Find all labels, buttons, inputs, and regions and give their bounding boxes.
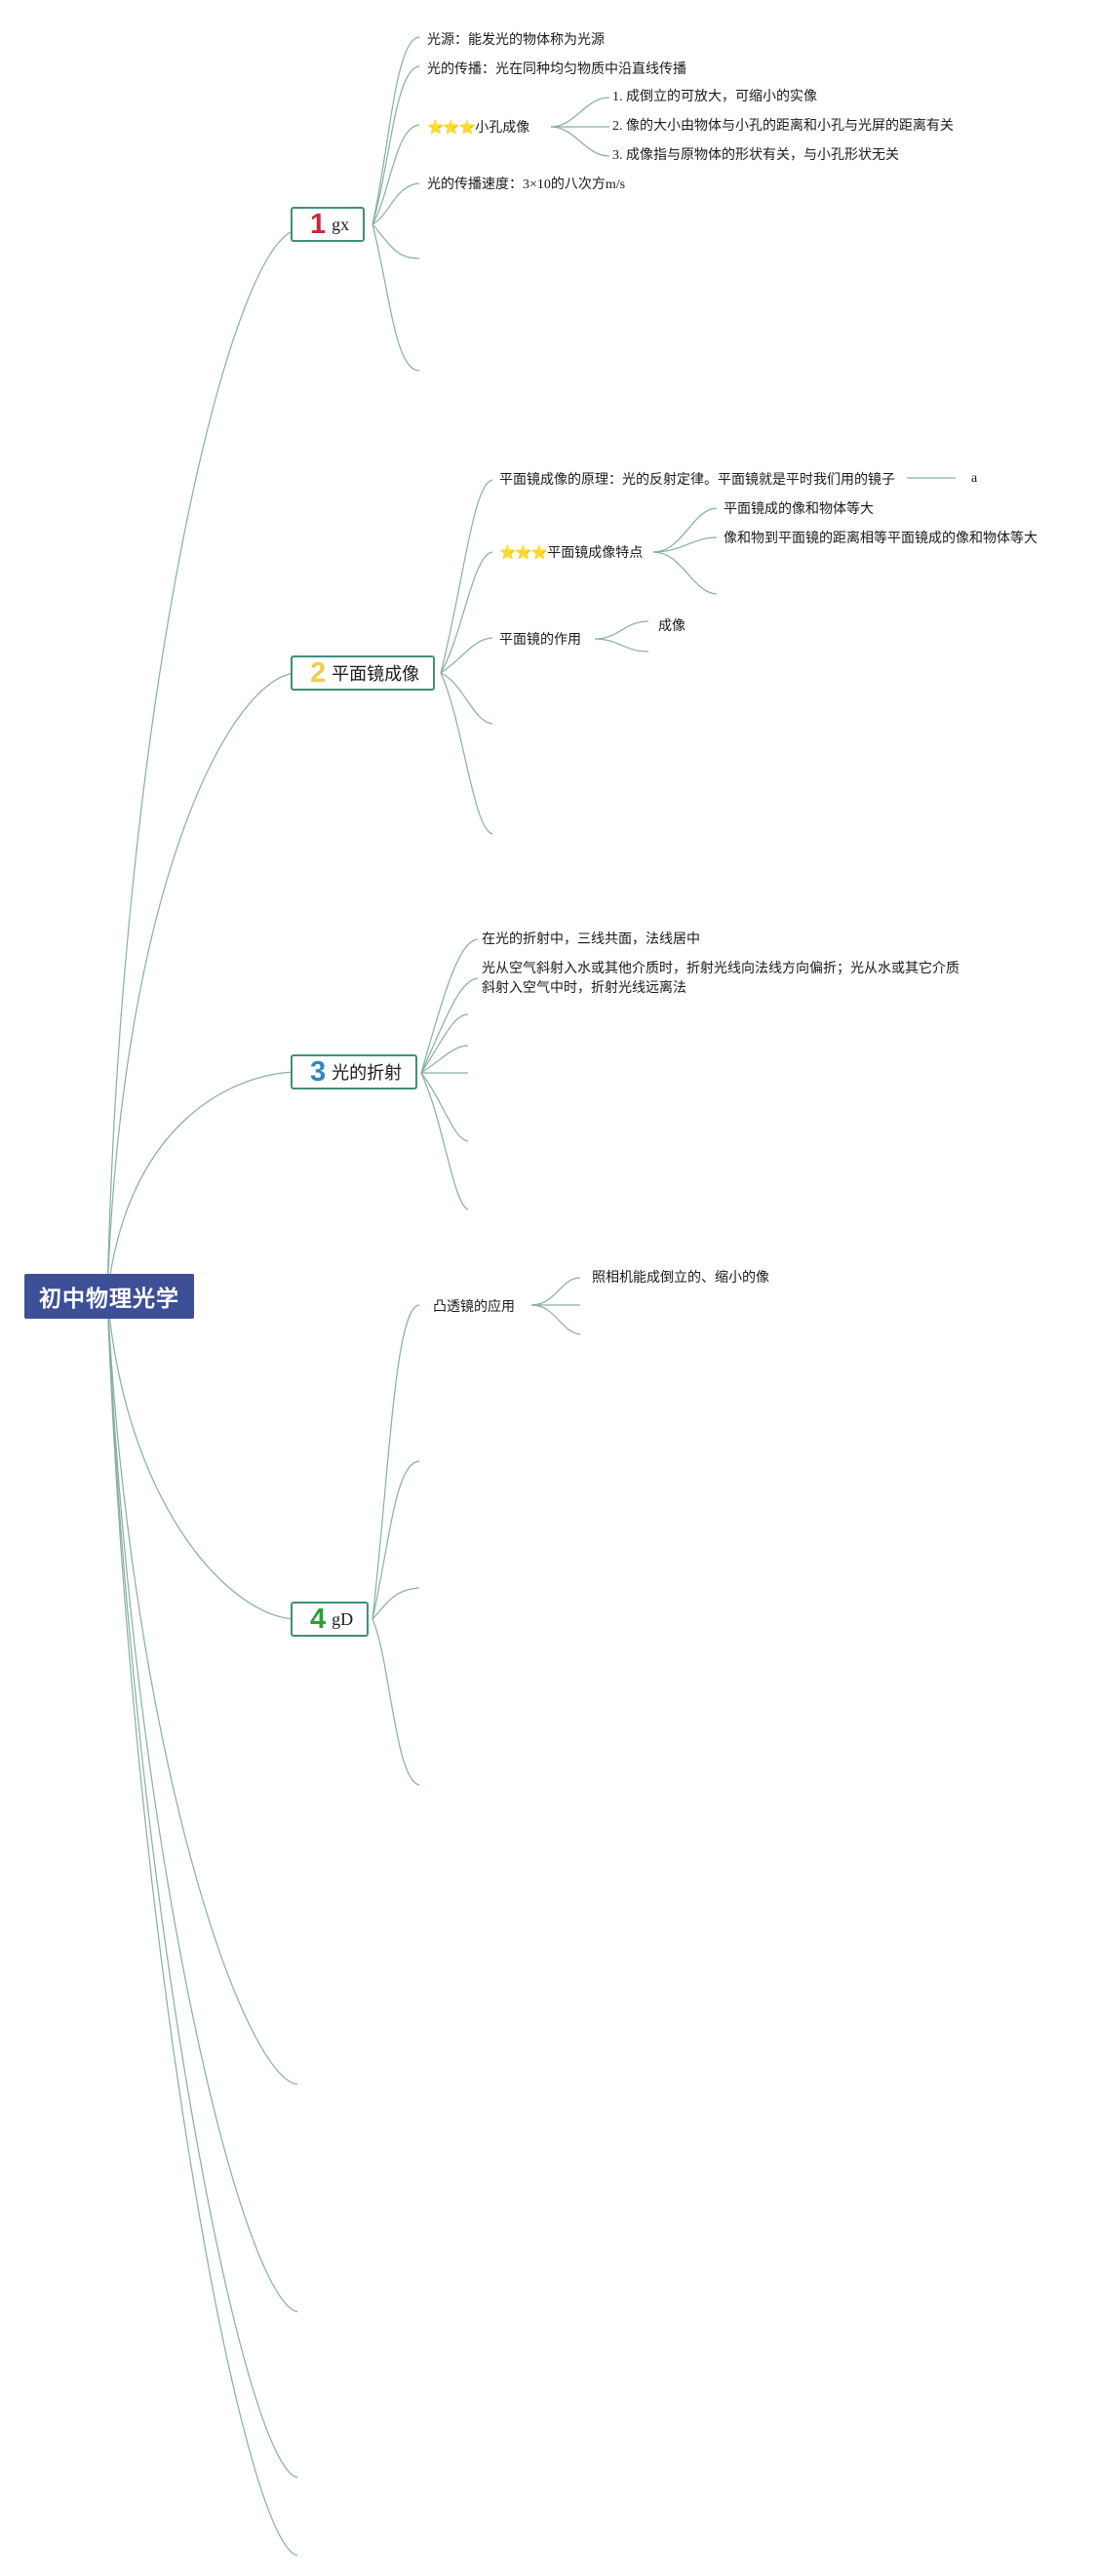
branch-node-4[interactable]: 4 gD [291, 1602, 370, 1637]
root-title: 初中物理光学 [39, 1286, 179, 1311]
branch-node-3[interactable]: 3 光的折射 [291, 1054, 418, 1090]
leaf-speed[interactable]: 光的传播速度：3×10的八次方m/s [427, 178, 626, 192]
leaf-convex-lens[interactable]: 凸透镜的应用 [433, 1298, 515, 1314]
branch-label-1: gx [332, 214, 350, 234]
leaf-mirror-feature-1[interactable]: 平面镜成的像和物体等大 [724, 500, 874, 516]
branch-label-2: 平面镜成像 [332, 664, 420, 684]
branch-label-3: 光的折射 [332, 1063, 403, 1083]
leaf-pinhole-item-1[interactable]: 1. 成倒立的可放大，可缩小的实像 [612, 90, 817, 104]
leaf-propagation[interactable]: 光的传播：光在同种均匀物质中沿直线传播 [427, 60, 686, 76]
leaf-refraction-rule[interactable]: 在光的折射中，三线共面，法线居中 [482, 931, 700, 946]
leaf-mirror-feature-2[interactable]: 像和物到平面镜的距离相等平面镜成的像和物体等大 [724, 530, 1037, 545]
leaf-light-source[interactable]: 光源：能发光的物体称为光源 [427, 31, 605, 47]
branch-number-3: 3 [310, 1055, 327, 1088]
leaf-pinhole-label: 小孔成像 [475, 119, 530, 135]
leaf-convex-item-1[interactable]: 照相机能成倒立的、缩小的像 [592, 1269, 769, 1285]
leaf-mirror-principle-child[interactable]: a [971, 471, 978, 486]
branch-node-1[interactable]: 1 gx [291, 207, 366, 242]
branch-label-4: gD [332, 1608, 354, 1629]
leaf-mirror-features[interactable]: ⭐⭐⭐平面镜成像特点 [499, 542, 643, 562]
branch-number-2: 2 [310, 656, 327, 689]
branch-number-1: 1 [310, 208, 327, 240]
leaf-mirror-function[interactable]: 平面镜的作用 [499, 631, 581, 647]
star-rating-icon: ⭐⭐⭐ [427, 119, 476, 135]
branch-node-2[interactable]: 2 平面镜成像 [291, 655, 436, 691]
star-rating-icon: ⭐⭐⭐ [499, 544, 548, 560]
branch-number-4: 4 [310, 1603, 327, 1635]
root-node[interactable]: 初中物理光学 [24, 1274, 194, 1319]
leaf-mirror-function-item-1[interactable]: 成像 [658, 617, 685, 633]
leaf-mirror-principle[interactable]: 平面镜成像的原理：光的反射定律。平面镜就是平时我们用的镜子 [499, 471, 895, 487]
leaf-pinhole[interactable]: ⭐⭐⭐小孔成像 [427, 117, 529, 137]
leaf-pinhole-item-2[interactable]: 2. 像的大小由物体与小孔的距离和小孔与光屏的距离有关 [612, 119, 954, 134]
leaf-pinhole-item-3[interactable]: 3. 成像指与原物体的形状有关，与小孔形状无关 [612, 148, 899, 163]
leaf-refraction-direction[interactable]: 光从空气斜射入水或其他介质时，折射光线向法线方向偏折；光从水或其它介质斜射入空气… [482, 960, 959, 995]
leaf-mirror-features-label: 平面镜成像特点 [547, 544, 644, 560]
